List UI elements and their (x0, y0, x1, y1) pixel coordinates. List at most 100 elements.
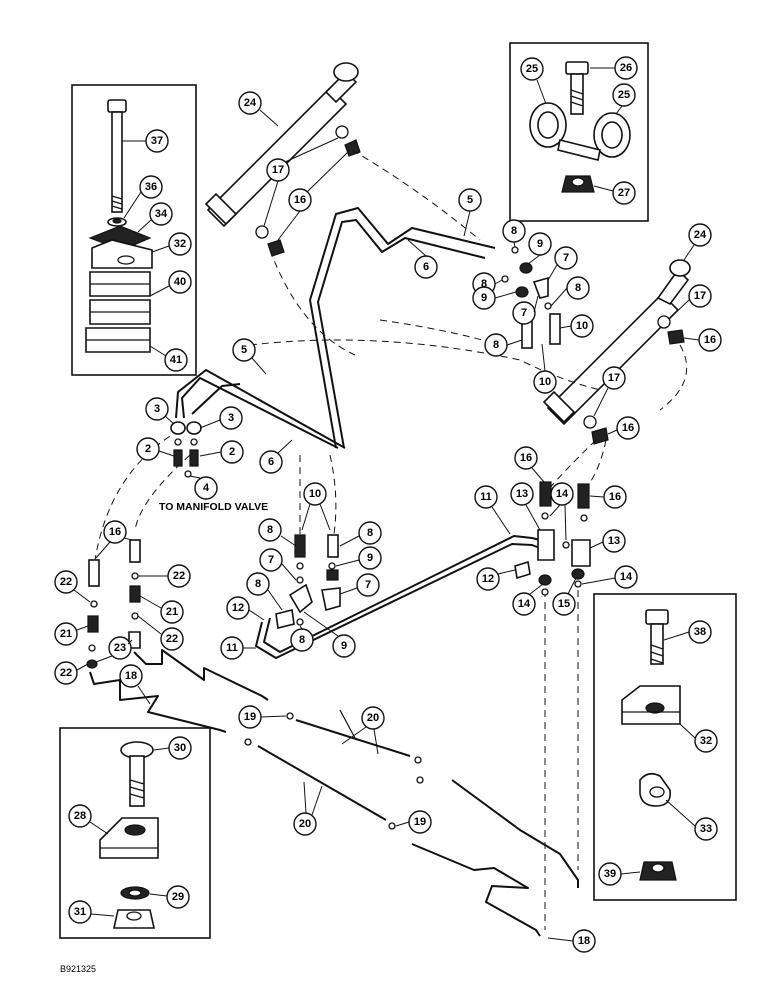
svg-text:21: 21 (60, 628, 72, 640)
svg-text:14: 14 (556, 488, 569, 500)
callout-14b: 14 (512, 592, 536, 616)
svg-text:41: 41 (170, 354, 182, 366)
callout-8e: 8 (258, 518, 282, 542)
svg-text:9: 9 (481, 292, 487, 304)
svg-text:20: 20 (299, 818, 311, 830)
svg-text:16: 16 (520, 452, 532, 464)
callout-21a: 21 (160, 600, 184, 624)
svg-text:7: 7 (365, 579, 371, 591)
block-clamp-left-assembly (99, 741, 159, 929)
callout-8f: 8 (358, 521, 382, 545)
fitting-cluster-left (170, 421, 202, 478)
callout-10c: 10 (303, 482, 327, 506)
callout-20a: 20 (361, 706, 385, 730)
callout-40: 40 (168, 270, 192, 294)
callout-19b: 19 (408, 810, 432, 834)
svg-text:15: 15 (558, 598, 570, 610)
callout-9a: 9 (528, 232, 552, 256)
svg-text:13: 13 (608, 535, 620, 547)
callout-41: 41 (164, 348, 188, 372)
svg-text:10: 10 (576, 320, 588, 332)
fitting-cluster-center (275, 534, 341, 629)
svg-text:23: 23 (114, 642, 126, 654)
svg-text:7: 7 (563, 252, 569, 264)
svg-text:8: 8 (481, 278, 487, 290)
callout-20b: 20 (293, 812, 317, 836)
svg-text:8: 8 (255, 578, 261, 590)
lower-left-tube (89, 649, 269, 733)
fitting-cluster-upper (501, 246, 561, 349)
svg-text:12: 12 (232, 602, 244, 614)
svg-text:9: 9 (367, 552, 373, 564)
callout-15: 15 (552, 592, 576, 616)
callout-9d: 9 (332, 634, 356, 658)
callout-5b: 5 (232, 338, 256, 362)
svg-text:22: 22 (60, 576, 72, 588)
hydraulic-cylinder-right (542, 259, 691, 426)
svg-text:14: 14 (620, 571, 633, 583)
callout-16a: 16 (288, 188, 312, 212)
callout-14c: 14 (614, 565, 638, 589)
callout-2a: 2 (136, 437, 160, 461)
svg-text:16: 16 (294, 194, 306, 206)
callout-9b: 9 (472, 286, 496, 310)
svg-text:13: 13 (516, 488, 528, 500)
callouts: 24 17 16 5 6 25 26 25 27 8 9 7 8 9 8 7 1… (54, 56, 722, 953)
callout-22a: 22 (54, 570, 78, 594)
svg-text:32: 32 (700, 735, 712, 747)
callout-7b: 7 (512, 301, 536, 325)
figure-id: B921325 (60, 964, 96, 974)
svg-text:20: 20 (367, 712, 379, 724)
inset-box-block-clamp-right (593, 593, 737, 901)
svg-text:4: 4 (203, 482, 210, 494)
svg-text:28: 28 (74, 810, 86, 822)
svg-text:11: 11 (226, 642, 238, 654)
callout-24b: 24 (688, 223, 712, 247)
callout-8g: 8 (246, 572, 270, 596)
svg-text:5: 5 (241, 344, 247, 356)
callout-22b: 22 (167, 564, 191, 588)
callout-25b: 25 (612, 83, 636, 107)
svg-text:24: 24 (694, 229, 707, 241)
callout-8a: 8 (502, 219, 526, 243)
clamp-stack-assembly (85, 99, 153, 353)
callout-10a: 10 (570, 314, 594, 338)
svg-text:3: 3 (154, 403, 160, 415)
callout-16c: 16 (616, 416, 640, 440)
svg-text:22: 22 (60, 667, 72, 679)
dashed-hose-routes (94, 149, 688, 930)
callout-7a: 7 (554, 246, 578, 270)
svg-text:8: 8 (267, 524, 273, 536)
callout-27: 27 (612, 181, 636, 205)
callout-32b: 32 (694, 729, 718, 753)
svg-text:9: 9 (537, 238, 543, 250)
callout-37: 37 (145, 129, 169, 153)
svg-text:19: 19 (244, 711, 256, 723)
callout-3b: 3 (219, 406, 243, 430)
svg-text:8: 8 (575, 282, 581, 294)
svg-text:25: 25 (618, 89, 630, 101)
svg-text:17: 17 (608, 372, 620, 384)
callout-23: 23 (108, 636, 132, 660)
svg-text:8: 8 (299, 634, 305, 646)
callout-13b: 13 (602, 529, 626, 553)
callout-26: 26 (614, 56, 638, 80)
callout-16e: 16 (603, 485, 627, 509)
lower-right-tubes (411, 779, 579, 937)
svg-text:40: 40 (174, 276, 186, 288)
svg-text:22: 22 (173, 570, 185, 582)
callout-18a: 18 (119, 664, 143, 688)
callout-22d: 22 (54, 661, 78, 685)
cylinder-fittings (255, 125, 685, 445)
svg-text:10: 10 (539, 376, 551, 388)
svg-text:12: 12 (482, 573, 494, 585)
hydraulic-cylinder-left (204, 62, 359, 228)
svg-text:2: 2 (229, 446, 235, 458)
svg-text:33: 33 (700, 823, 712, 835)
block-clamp-right-assembly (621, 609, 681, 881)
callout-12a: 12 (226, 596, 250, 620)
callout-17b: 17 (688, 284, 712, 308)
callout-19a: 19 (238, 705, 262, 729)
short-tubes (244, 709, 424, 830)
callout-9c: 9 (358, 546, 382, 570)
